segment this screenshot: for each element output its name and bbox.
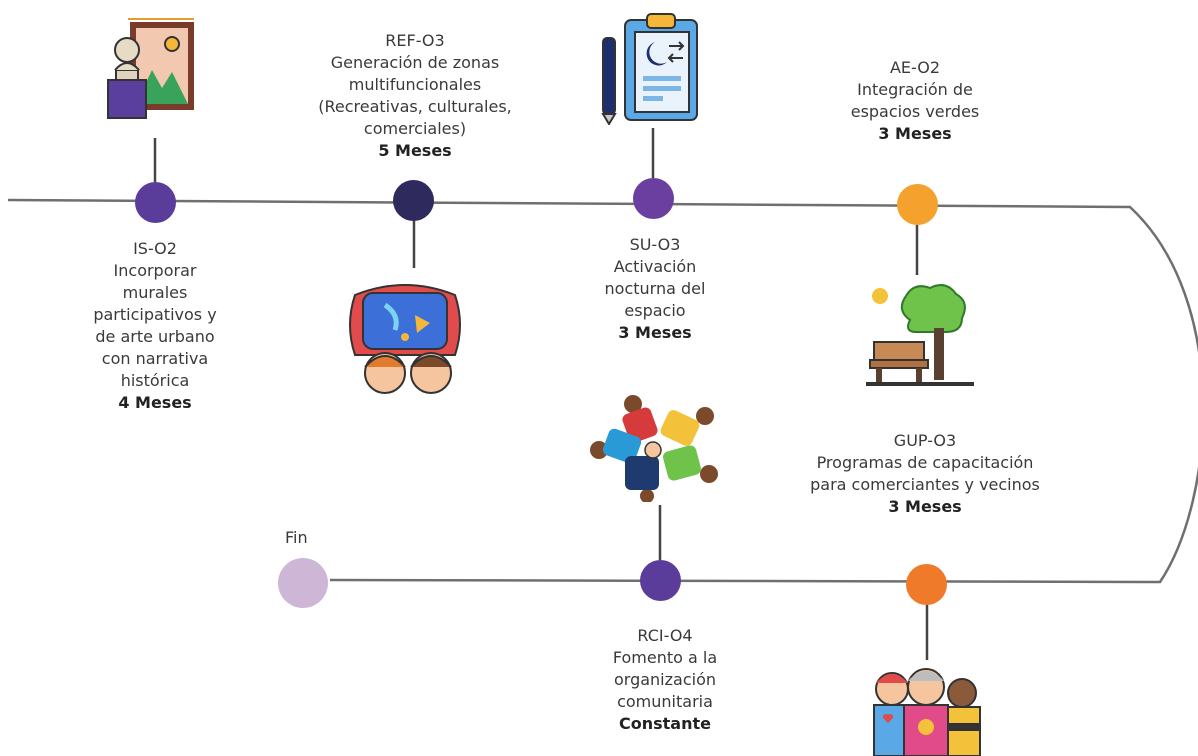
- timeline-path: [7, 198, 1198, 584]
- teamwork-hands-icon: [590, 395, 718, 502]
- museum-art-icon: [107, 18, 194, 119]
- milestone-duration: 3 Meses: [888, 497, 962, 516]
- milestone-node-rci-o4: [640, 560, 681, 601]
- milestone-duration: 5 Meses: [378, 141, 452, 160]
- milestone-title: Fomento a la organización comunitaria: [612, 648, 718, 711]
- milestone-label-ref-o3: REF-O3 Generación de zonas multifunciona…: [295, 30, 535, 162]
- milestone-code: SU-O3: [629, 235, 681, 254]
- milestone-label-ae-o2: AE-O2 Integración de espacios verdes 3 M…: [815, 57, 1015, 145]
- milestone-label-gup-o3: GUP-O3 Programas de capacitación para co…: [800, 430, 1050, 518]
- milestone-title: Integración de espacios verdes: [850, 80, 980, 121]
- milestone-code: IS-O2: [133, 239, 177, 258]
- milestone-label-rci-o4: RCI-O4 Fomento a la organización comunit…: [585, 625, 745, 735]
- milestone-title: Generación de zonas multifuncionales (Re…: [318, 53, 512, 138]
- milestone-label-su-o3: SU-O3 Activación nocturna del espacio 3 …: [580, 234, 730, 344]
- milestone-node-ae-o2: [897, 184, 938, 225]
- milestone-node-ref-o3: [393, 180, 434, 221]
- milestone-code: RCI-O4: [637, 626, 693, 645]
- milestone-duration: 3 Meses: [878, 124, 952, 143]
- milestone-title: Incorporar murales participativos y de a…: [93, 261, 217, 390]
- end-label: Fin: [285, 528, 308, 547]
- night-schedule-clipboard-icon: [601, 13, 698, 125]
- milestone-node-gup-o3: [906, 564, 947, 605]
- milestone-label-is-o2: IS-O2 Incorporar murales participativos …: [65, 238, 245, 414]
- end-node: [278, 558, 328, 608]
- milestone-code: AE-O2: [889, 58, 941, 77]
- milestone-code: REF-O3: [385, 31, 445, 50]
- park-tree-bench-icon: [866, 284, 974, 386]
- milestone-duration: Constante: [619, 714, 711, 733]
- milestone-node-su-o3: [633, 178, 674, 219]
- milestone-title: Programas de capacitación para comercian…: [810, 453, 1040, 494]
- milestone-code: GUP-O3: [893, 431, 957, 450]
- kids-painting-icon: [349, 284, 461, 394]
- milestone-duration: 4 Meses: [118, 393, 192, 412]
- milestone-duration: 3 Meses: [618, 323, 692, 342]
- community-people-icon: [873, 668, 981, 756]
- milestone-title: Activación nocturna del espacio: [604, 257, 706, 320]
- milestone-node-is-o2: [135, 182, 176, 223]
